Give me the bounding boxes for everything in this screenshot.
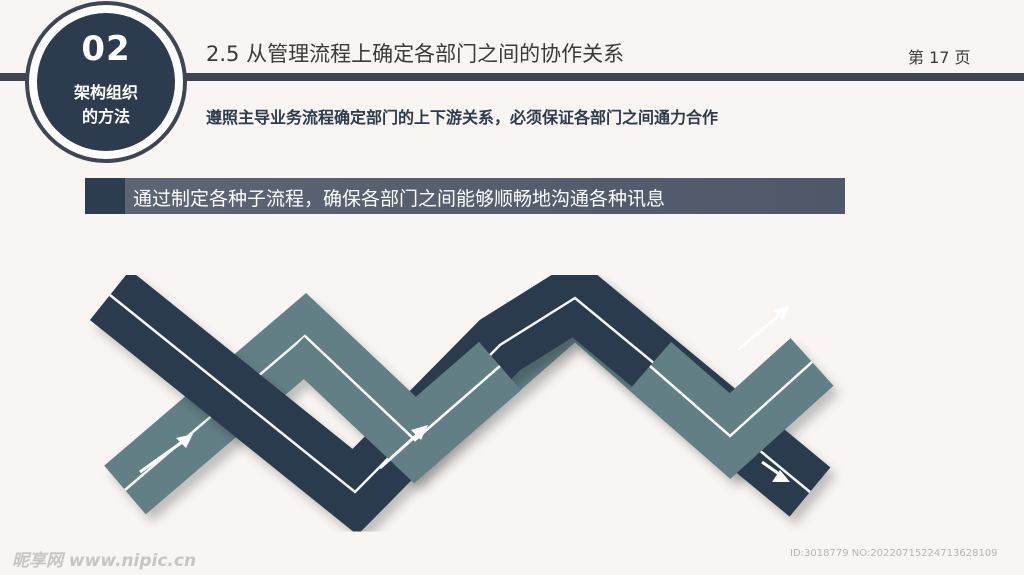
section-number: 02	[81, 29, 131, 69]
header-bar	[0, 73, 1024, 81]
section-label-line1: 架构组织	[73, 83, 138, 102]
page-number: 第 17 页	[908, 48, 971, 67]
slide-subtitle: 遵照主导业务流程确定部门的上下游关系，必须保证各部门之间通力合作	[206, 108, 719, 127]
watermark-id: ID:3018779 NO:20220715224713628109	[790, 548, 998, 559]
banner: 通过制定各种子流程，确保各部门之间能够顺畅地沟通各种讯息	[85, 178, 845, 214]
section-badge: 02 架构组织 的方法	[37, 13, 175, 151]
slide-title: 2.5 从管理流程上确定各部门之间的协作关系	[206, 42, 625, 66]
arrow-icon	[139, 306, 790, 482]
banner-square	[85, 178, 125, 214]
section-label-line2: 的方法	[81, 107, 130, 126]
watermark-logo: 昵享网 www.nipic.cn	[12, 551, 197, 571]
teal-overpass	[283, 312, 834, 484]
banner-text: 通过制定各种子流程，确保各部门之间能够顺畅地沟通各种讯息	[133, 188, 666, 210]
